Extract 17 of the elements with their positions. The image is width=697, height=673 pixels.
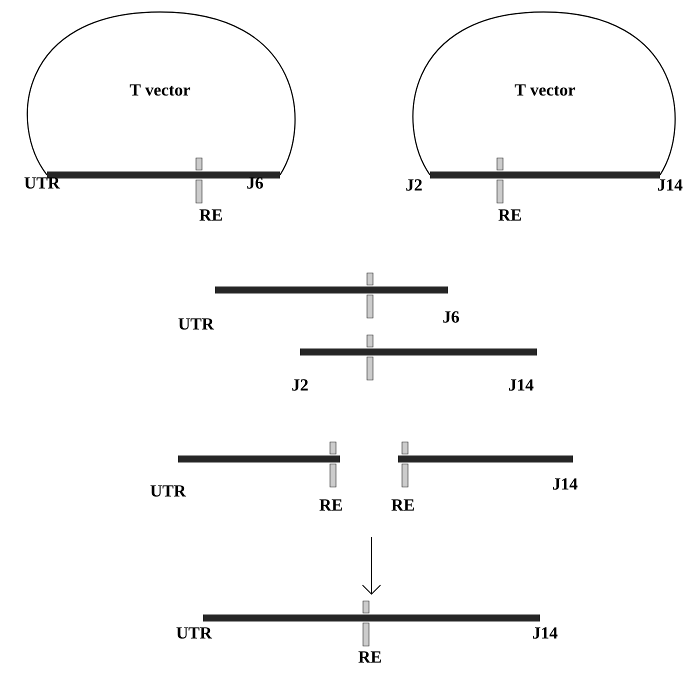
end-label: J14: [658, 179, 682, 191]
end-label: J14: [509, 379, 534, 391]
end-label: J6: [443, 311, 459, 323]
end-label: J6: [247, 177, 263, 189]
end-label: J14: [553, 478, 578, 490]
end-label: UTR: [176, 627, 212, 639]
end-label: UTR: [24, 177, 60, 189]
end-label: UTR: [150, 485, 186, 497]
end-label: J14: [533, 627, 558, 639]
end-label: J2: [406, 179, 422, 191]
end-label: UTR: [178, 318, 214, 330]
node-label: T vector: [514, 84, 576, 96]
site-label: RE: [392, 499, 414, 511]
node-label: T vector: [130, 84, 190, 96]
site-label: RE: [320, 499, 342, 511]
end-label: J2: [292, 379, 308, 391]
arrow: [362, 536, 381, 595]
